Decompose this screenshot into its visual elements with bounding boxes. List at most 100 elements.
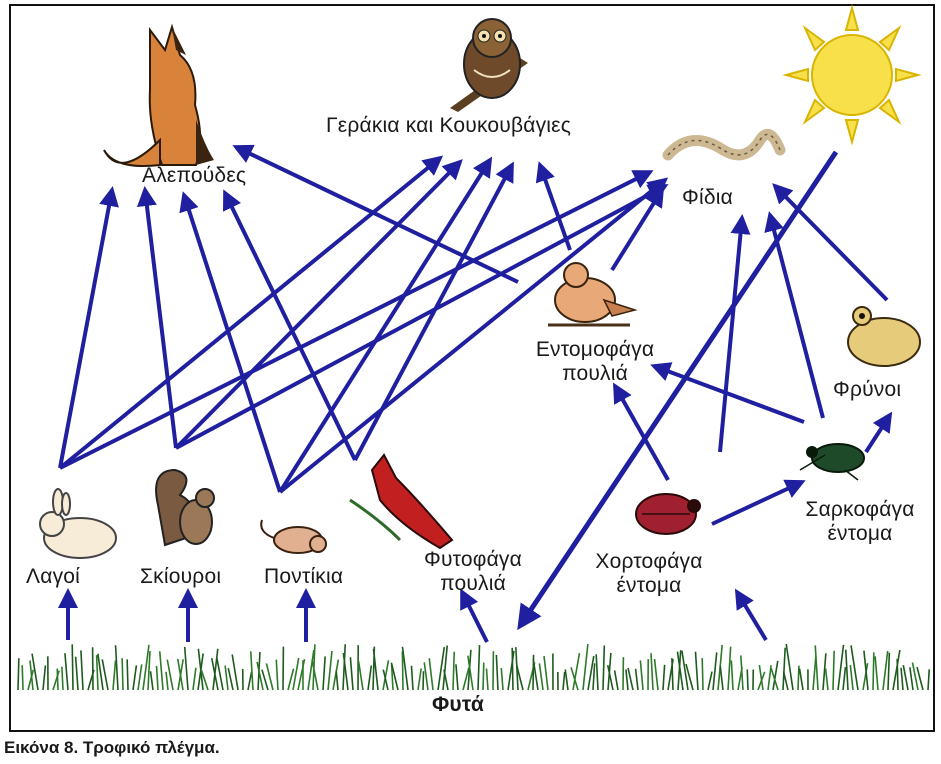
grass-blade xyxy=(910,667,913,690)
grass-blade xyxy=(663,665,665,690)
grass-blade xyxy=(43,665,45,690)
grass-blade xyxy=(133,665,136,690)
arrow xyxy=(462,592,487,642)
arrow xyxy=(236,147,518,282)
label-rabbits: Λαγοί xyxy=(26,565,80,589)
grass-blade xyxy=(423,671,424,690)
grass-blade xyxy=(65,653,68,690)
grass-blade xyxy=(731,660,733,690)
grass-blade xyxy=(323,656,325,690)
grass-blade xyxy=(97,655,98,690)
arrow xyxy=(712,482,802,524)
grass-blade xyxy=(293,658,299,690)
grass-blade xyxy=(651,653,653,690)
arrow xyxy=(770,215,823,418)
grass-blade xyxy=(713,652,717,690)
grass-blade xyxy=(456,664,458,690)
label-plants: Φυτά xyxy=(432,693,484,717)
grass-blade xyxy=(903,665,908,690)
grass-blade xyxy=(483,663,484,690)
grass-blade xyxy=(225,666,228,690)
grass-blade xyxy=(496,655,498,690)
owl-icon xyxy=(450,19,528,112)
arrow xyxy=(615,386,668,480)
grass-blade xyxy=(62,667,63,690)
grass-blade xyxy=(875,656,878,690)
grass-blade xyxy=(565,670,568,690)
grass-blade xyxy=(786,644,793,690)
grass-blade xyxy=(418,668,421,690)
grass-blade xyxy=(826,668,828,690)
arrow xyxy=(866,415,890,452)
arrow xyxy=(60,158,440,468)
grass-blade xyxy=(626,669,628,690)
grass-blade xyxy=(251,651,253,690)
grass-blade xyxy=(276,660,278,690)
grass-blade xyxy=(897,659,898,690)
figure-caption: Εικόνα 8. Τροφικό πλέγμα. xyxy=(4,738,220,758)
grass-blade xyxy=(544,656,548,690)
grass-blade xyxy=(336,671,338,690)
grass-blade xyxy=(98,654,103,690)
grass-blade xyxy=(248,672,252,690)
grass-blade xyxy=(328,651,332,690)
grass-blade xyxy=(741,655,743,690)
grass-blade xyxy=(22,665,23,690)
grass-blade xyxy=(148,651,150,690)
grass-blade xyxy=(672,658,673,690)
grass-blade xyxy=(122,658,123,690)
grass-blade xyxy=(593,663,595,690)
grass-blade xyxy=(411,666,413,690)
grass-blade xyxy=(453,652,454,690)
grass-blade xyxy=(57,669,58,690)
grass-blade xyxy=(603,645,604,690)
grass-blade xyxy=(846,650,848,690)
grass-blade xyxy=(429,658,433,690)
grass-blade xyxy=(628,668,633,690)
grass-blade xyxy=(368,665,371,690)
arrow xyxy=(720,218,742,452)
label-snakes: Φίδια xyxy=(682,186,733,210)
grass-blade xyxy=(232,655,238,690)
label-mice: Ποντίκια xyxy=(264,565,343,589)
grass-blade xyxy=(893,650,900,690)
grass-blade xyxy=(708,672,712,690)
insectivorous-bird-icon xyxy=(548,263,635,325)
grass-blade xyxy=(798,666,799,690)
fox-icon xyxy=(104,27,214,166)
grass-blade xyxy=(228,668,233,690)
grass-blade xyxy=(655,659,658,690)
snake-icon xyxy=(668,134,780,155)
grass-blade xyxy=(113,660,116,690)
carnivorous-insect-icon xyxy=(800,444,864,480)
grass-blade xyxy=(695,652,698,690)
arrow xyxy=(775,186,887,300)
grass-blade xyxy=(539,663,543,690)
arrow xyxy=(737,592,766,640)
grass-blade xyxy=(640,660,643,690)
grass-blade xyxy=(160,651,163,690)
herbivorous-insect-icon xyxy=(636,494,701,534)
grass-blade xyxy=(636,669,638,690)
label-herbivorous-birds: Φυτοφάγα πουλιά xyxy=(398,548,548,596)
grass-blade xyxy=(888,653,889,690)
grass-blade xyxy=(81,650,83,690)
label-insectivorous-birds: Εντομοφάγα πουλιά xyxy=(520,338,670,386)
grass-blade xyxy=(193,668,196,690)
grass-blade xyxy=(151,671,153,690)
grass-blade xyxy=(359,661,363,690)
grass-blade xyxy=(771,668,778,690)
arrow xyxy=(145,190,176,448)
grass-blade xyxy=(747,669,748,690)
grass-blade xyxy=(838,645,844,690)
grass-blade xyxy=(912,662,918,690)
label-carnivorous-insects: Σαρκοφάγα έντομα xyxy=(790,498,930,546)
grass-blade xyxy=(800,669,803,690)
grass-blade xyxy=(615,670,618,690)
grass-blade xyxy=(833,651,834,690)
grass-blade xyxy=(486,669,488,690)
grass-blade xyxy=(18,658,19,690)
label-toads: Φρύνοι xyxy=(833,378,901,402)
squirrel-icon xyxy=(156,470,214,545)
arrow xyxy=(225,193,355,460)
